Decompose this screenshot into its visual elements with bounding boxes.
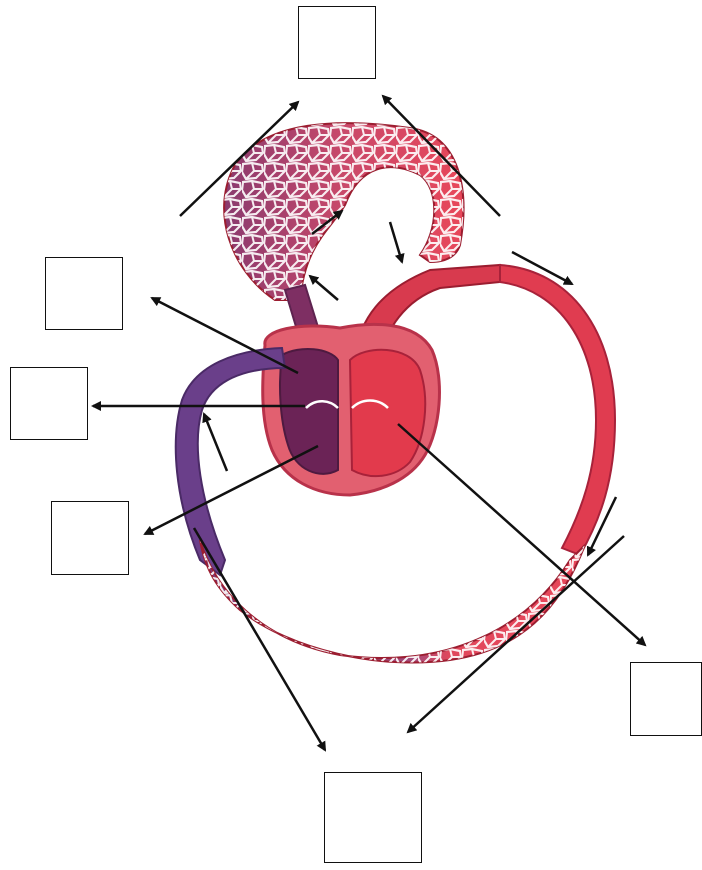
label-box-bottom[interactable] xyxy=(324,772,422,863)
aorta xyxy=(500,265,615,555)
left-heart-chambers xyxy=(350,350,425,476)
flow-arrow-lung-down xyxy=(390,222,402,262)
label-box-right[interactable] xyxy=(630,662,702,736)
heart xyxy=(263,324,440,495)
arrow-to-bottom-box-right xyxy=(408,536,624,732)
flow-arrow-pulmonary-up xyxy=(310,276,338,300)
label-box-upper-left[interactable] xyxy=(45,257,123,330)
label-box-lower-left[interactable] xyxy=(51,501,129,575)
label-box-middle-left[interactable] xyxy=(10,367,88,440)
body-capillary-bed xyxy=(200,540,585,663)
arrow-to-lower-left-box xyxy=(145,446,318,534)
label-box-top[interactable] xyxy=(298,6,376,79)
arrow-to-bottom-box-left xyxy=(194,528,325,750)
flow-arrow-vena-cava-up xyxy=(204,414,227,471)
